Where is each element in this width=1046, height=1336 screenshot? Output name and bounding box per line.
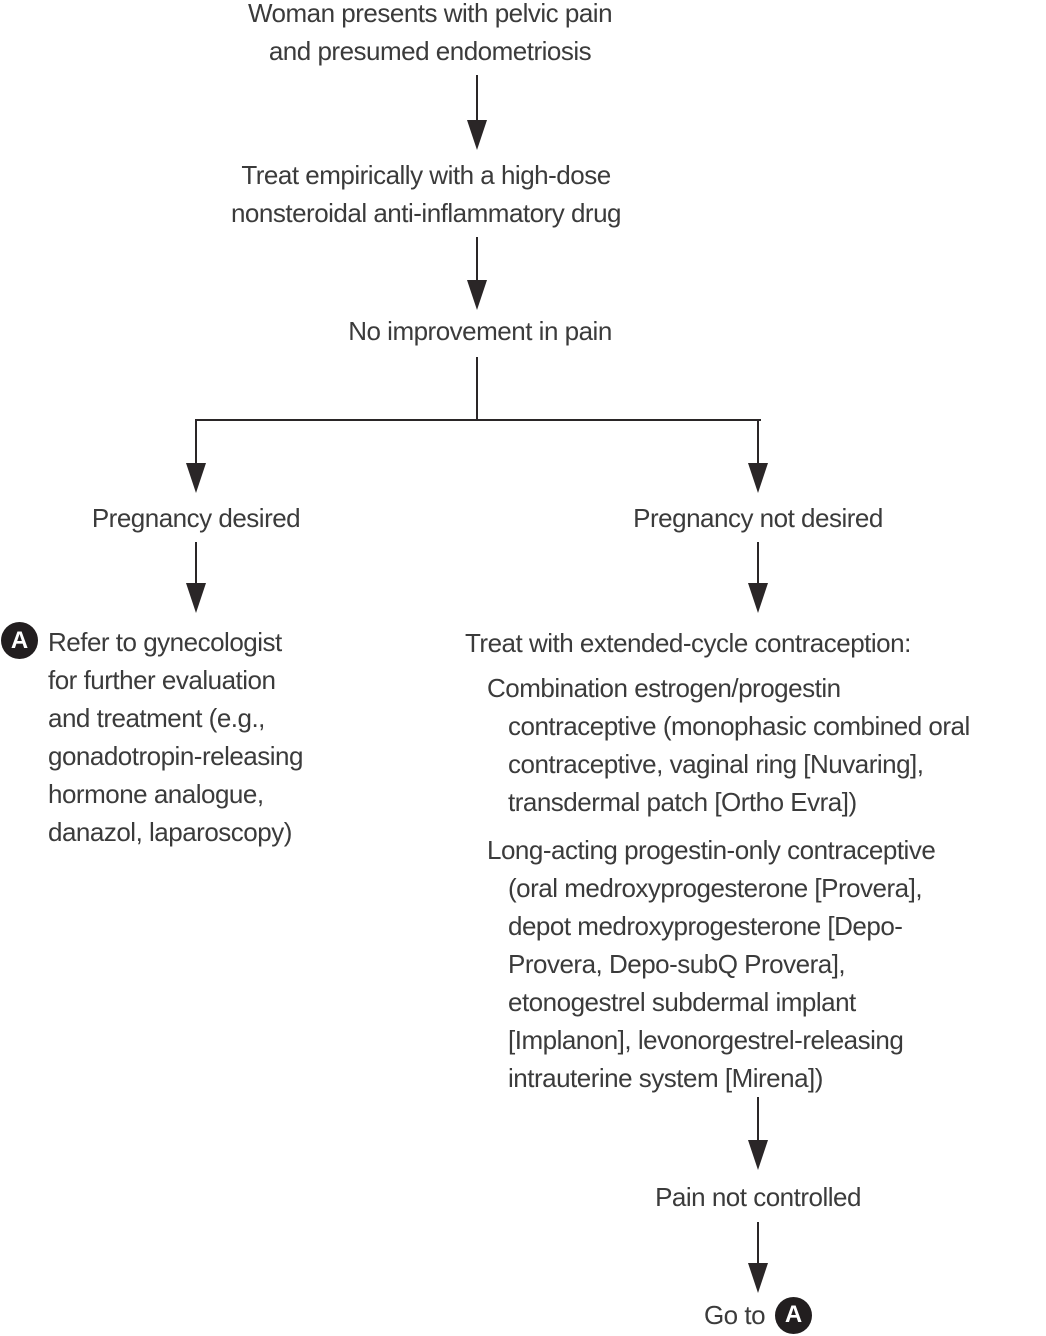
arrow-head xyxy=(186,583,206,613)
goto-label: Go to xyxy=(703,1300,766,1330)
arrow-head xyxy=(748,463,768,493)
node-start: Woman presents with pelvic pain and pres… xyxy=(160,0,700,70)
node-refer-line: Refer to gynecologist xyxy=(48,627,282,657)
arrow-down-icon xyxy=(747,420,769,493)
arrow-head xyxy=(467,120,487,150)
option-line: contraceptive, vaginal ring [Nuvaring], xyxy=(508,749,924,779)
node-pain-not-controlled: Pain not controlled xyxy=(655,1182,861,1212)
option-line: Long-acting progestin-only contraceptive xyxy=(487,835,936,865)
arrow-head xyxy=(748,583,768,613)
node-refer-line: danazol, laparoscopy) xyxy=(48,817,292,847)
node-extended-cycle-options: Combination estrogen/progestin contracep… xyxy=(487,669,1007,1097)
arrow-shaft xyxy=(757,1097,759,1144)
option-line: Provera, Depo-subQ Provera], xyxy=(508,949,846,979)
arrow-head xyxy=(467,280,487,310)
node-start-line: and presumed endometriosis xyxy=(268,36,592,66)
node-goto: Go to A xyxy=(588,1294,928,1336)
arrow-shaft xyxy=(757,420,759,467)
arrow-down-icon xyxy=(747,1097,769,1170)
arrow-down-icon xyxy=(185,542,207,613)
node-pregnancy-not-desired: Pregnancy not desired xyxy=(633,503,883,533)
option-combination: Combination estrogen/progestin contracep… xyxy=(487,669,1007,821)
label-a-badge: A xyxy=(1,622,38,659)
node-nsaid-line: Treat empirically with a high-dose xyxy=(241,160,611,190)
option-line: contraceptive (monophasic combined oral xyxy=(508,711,970,741)
arrow-shaft xyxy=(476,75,478,124)
goto-a-badge: A xyxy=(775,1296,813,1334)
node-extended-cycle-heading: Treat with extended-cycle contraception: xyxy=(465,628,911,658)
node-no-improvement: No improvement in pain xyxy=(348,316,612,346)
option-line: etonogestrel subdermal implant xyxy=(508,987,856,1017)
branch-horizontal-line xyxy=(195,419,761,421)
node-nsaid-line: nonsteroidal anti-inflammatory drug xyxy=(230,198,622,228)
option-line: transdermal patch [Ortho Evra]) xyxy=(508,787,857,817)
node-pregnancy-desired: Pregnancy desired xyxy=(91,503,301,533)
node-refer-line: and treatment (e.g., xyxy=(48,703,265,733)
node-refer-line: gonadotropin-releasing xyxy=(48,741,303,771)
option-long-acting: Long-acting progestin-only contraceptive… xyxy=(487,831,1007,1097)
arrow-head xyxy=(748,1140,768,1170)
arrow-down-icon xyxy=(466,237,488,310)
arrow-down-icon xyxy=(466,75,488,150)
option-line: depot medroxyprogesterone [Depo- xyxy=(508,911,903,941)
node-refer-line: for further evaluation xyxy=(48,665,276,695)
arrow-shaft xyxy=(195,420,197,467)
option-line: [Implanon], levonorgestrel-releasing xyxy=(508,1025,904,1055)
node-start-line: Woman presents with pelvic pain xyxy=(247,0,613,28)
arrow-shaft xyxy=(757,542,759,587)
option-line: (oral medroxyprogesterone [Provera], xyxy=(508,873,923,903)
arrow-head xyxy=(748,1263,768,1293)
arrow-shaft xyxy=(195,542,197,587)
arrow-shaft xyxy=(757,1222,759,1267)
arrow-down-icon xyxy=(747,542,769,613)
branch-stem-line xyxy=(476,357,478,421)
option-line: intrauterine system [Mirena]) xyxy=(508,1063,823,1093)
arrow-head xyxy=(186,463,206,493)
node-nsaid: Treat empirically with a high-dose nonst… xyxy=(156,156,696,232)
arrow-down-icon xyxy=(185,420,207,493)
arrow-down-icon xyxy=(747,1222,769,1293)
option-line: Combination estrogen/progestin xyxy=(487,673,841,703)
node-refer-line: hormone analogue, xyxy=(48,779,264,809)
arrow-shaft xyxy=(476,237,478,284)
node-refer-gynecologist: Refer to gynecologist for further evalua… xyxy=(48,623,388,851)
